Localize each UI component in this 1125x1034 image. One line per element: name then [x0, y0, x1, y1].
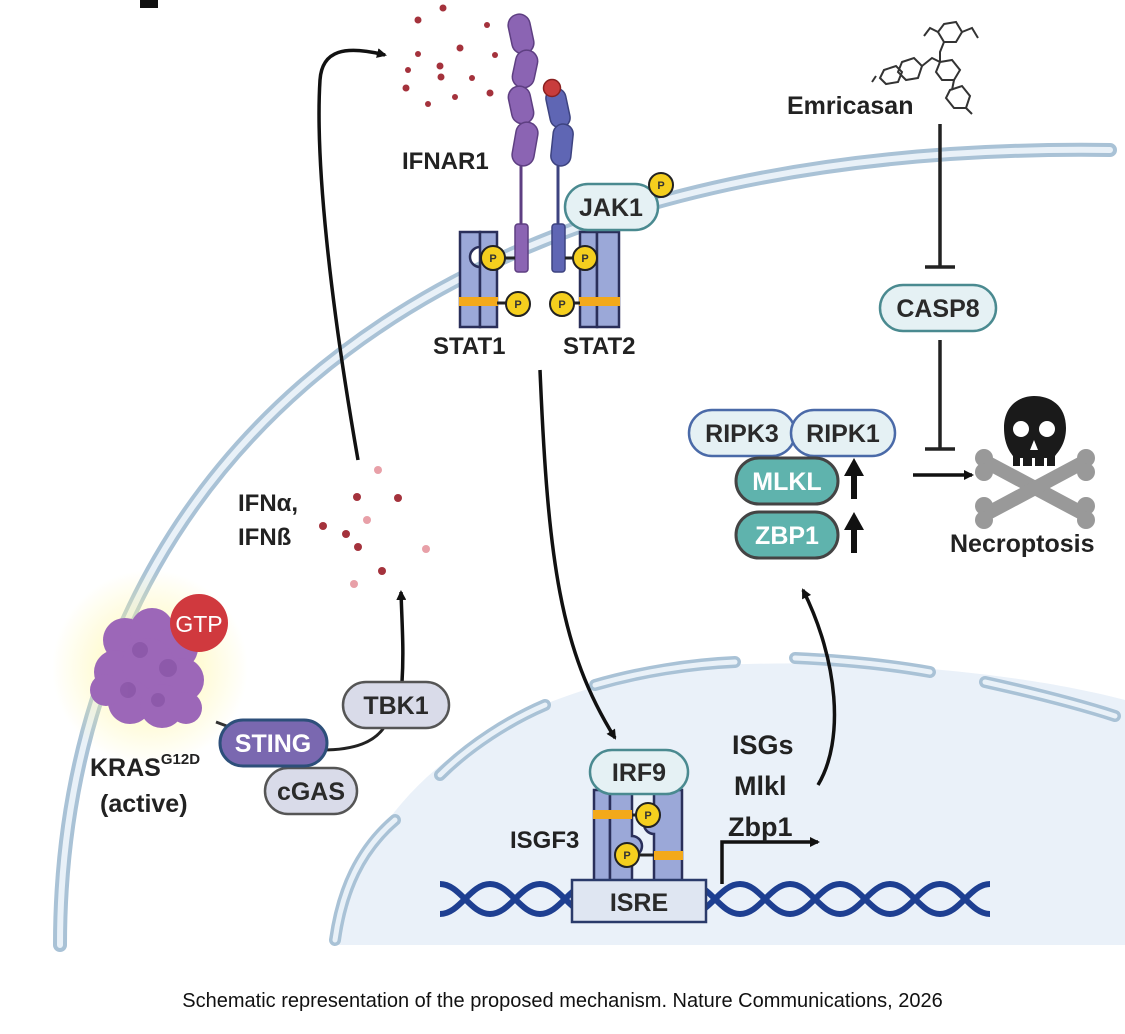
casp8-inhibition [925, 340, 955, 451]
mlkl-pill: MLKL [734, 456, 840, 506]
transcription-arrow [720, 837, 820, 884]
zbp1-gene-label: Zbp1 [728, 812, 793, 842]
figure-caption: Schematic representation of the proposed… [182, 990, 943, 1012]
svg-text:P: P [489, 253, 496, 265]
irf9-pill: IRF9 [588, 748, 690, 796]
ifn-alpha-label: IFNα, [238, 490, 298, 517]
heading-fragment [140, 0, 158, 8]
svg-text:P: P [657, 180, 664, 192]
sting-tbk1-link [321, 725, 387, 752]
svg-text:ZBP1: ZBP1 [755, 522, 819, 550]
stat2-label: STAT2 [563, 333, 635, 360]
mechanism-diagram: P P P P JAK1 P IFNAR1 STAT1 STAT2 Emrica… [52, 0, 1125, 952]
svg-text:JAK1: JAK1 [579, 194, 643, 222]
svg-text:RIPK3: RIPK3 [705, 420, 779, 448]
emricasan-molecule-icon [871, 20, 979, 115]
tbk1-pill: TBK1 [341, 680, 451, 730]
isgs-label: ISGs [732, 730, 794, 760]
sting-pill: STING [218, 718, 329, 768]
ifn-secretion-arrow [317, 48, 387, 461]
svg-text:ISRE: ISRE [610, 889, 668, 917]
ifnar1-label: IFNAR1 [402, 148, 489, 175]
kras-active-label: (active) [100, 790, 188, 818]
ifn-particles-cytoplasm [319, 466, 430, 588]
isgf3-complex: P P [592, 788, 684, 884]
mlkl-gene-label: Mlkl [734, 771, 787, 801]
cell-membrane [53, 142, 1117, 952]
ripk1-pill: RIPK1 [789, 408, 897, 458]
zbp1-pill: ZBP1 [734, 510, 840, 560]
nucleus [329, 652, 1125, 946]
emricasan-inhibition [925, 124, 955, 269]
stat1-protein [458, 230, 515, 329]
isre-box: ISRE [570, 878, 708, 924]
stat1-label: STAT1 [433, 333, 505, 360]
phospho-groups-stat: P P P P [480, 245, 598, 317]
necroptosis-label: Necroptosis [950, 530, 1094, 558]
ripk3-pill: RIPK3 [687, 408, 797, 458]
gtp-badge: GTP [170, 594, 228, 652]
svg-text:P: P [514, 299, 521, 311]
cgas-pill: cGAS [263, 766, 359, 816]
svg-text:P: P [558, 299, 565, 311]
kras-protein-icon [52, 570, 248, 766]
svg-text:RIPK1: RIPK1 [806, 420, 880, 448]
isgf3-label: ISGF3 [510, 827, 579, 854]
upregulation-arrow-icons [844, 458, 864, 553]
dna-helix [439, 880, 991, 918]
ifn-beta-label: IFNß [238, 524, 291, 551]
svg-text:P: P [644, 810, 651, 822]
svg-text:MLKL: MLKL [752, 468, 821, 496]
casp8-pill: CASP8 [878, 283, 998, 333]
svg-text:CASP8: CASP8 [896, 295, 979, 323]
svg-text:cGAS: cGAS [277, 778, 345, 806]
svg-text:TBK1: TBK1 [363, 692, 428, 720]
emricasan-label: Emricasan [787, 92, 913, 120]
stat2-protein [565, 230, 621, 329]
ifnar1-receptor [507, 13, 574, 273]
ifn-particles-extracellular [402, 4, 498, 107]
svg-text:P: P [623, 850, 630, 862]
stat-translocation-arrow [538, 369, 617, 740]
skull-crossbones-icon [975, 396, 1095, 529]
jak1-pill: JAK1 P [563, 172, 674, 232]
svg-text:P: P [581, 253, 588, 265]
kras-label: KRASG12D [90, 751, 200, 782]
isg-expression-arrow [801, 588, 837, 786]
svg-text:GTP: GTP [175, 611, 222, 637]
tbk1-arrow [396, 590, 407, 683]
svg-text:IRF9: IRF9 [612, 759, 666, 787]
svg-text:STING: STING [235, 730, 311, 758]
